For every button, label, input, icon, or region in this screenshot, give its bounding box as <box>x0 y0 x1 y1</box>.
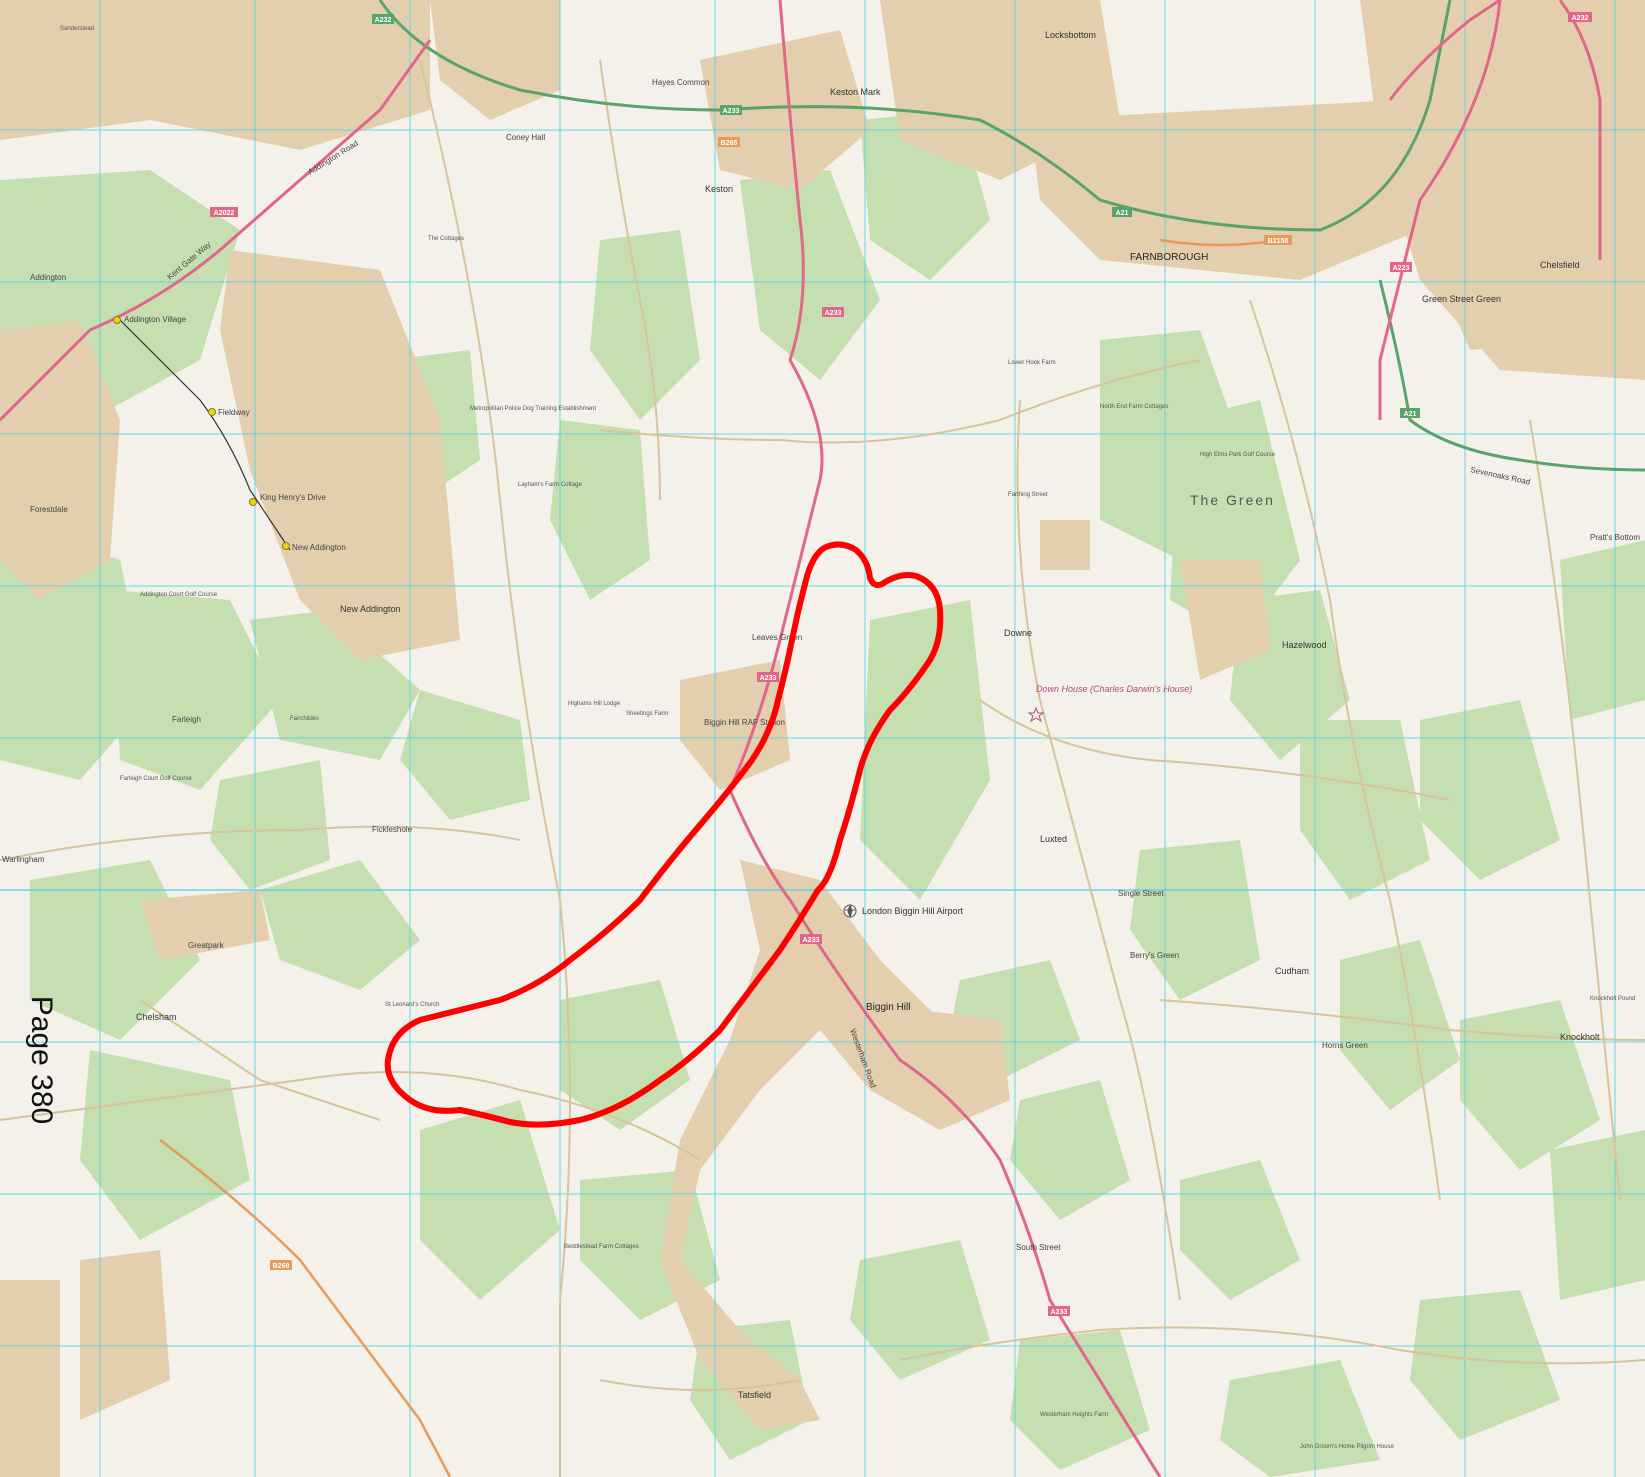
label-green-street-green: Green Street Green <box>1422 294 1501 304</box>
road-badge-a21-east: A21 <box>1400 408 1420 418</box>
svg-text:A21: A21 <box>1404 411 1417 418</box>
road-badge-a233-leaves: A233 <box>757 672 779 682</box>
tram-line <box>119 319 291 551</box>
label-knockholt: Knockholt <box>1560 1032 1600 1042</box>
label-cudham: Cudham <box>1275 966 1309 976</box>
label-fieldway: Fieldway <box>218 408 250 417</box>
label-north-end-farm: North End Farm Cottages <box>1100 404 1168 410</box>
label-single-street: Single Street <box>1118 889 1165 898</box>
label-chelsham: Chelsham <box>136 1012 177 1022</box>
label-farnborough: FARNBOROUGH <box>1130 252 1208 263</box>
label-sheetings-farm: Sheetings Farm <box>626 711 668 717</box>
label-addington: Addington <box>30 273 66 282</box>
label-high-elms: High Elms Park Golf Course <box>1200 452 1276 458</box>
label-beddlestead: Beddlestead Farm Cottages <box>564 1244 639 1250</box>
label-greatpark: Greatpark <box>188 941 225 950</box>
label-addington-court: Addington Court Golf Course <box>140 592 218 598</box>
label-fickleshole: Fickleshole <box>372 825 413 834</box>
road-badge-a233-keston: A233 <box>822 307 844 317</box>
road-badge-a232-corner: A232 <box>1568 12 1592 22</box>
svg-text:A232: A232 <box>375 17 392 24</box>
label-westerham-heights: Westerham Heights Farm <box>1040 1412 1108 1418</box>
road-badge-a232-top: A232 <box>372 14 394 24</box>
label-st-leonards: St Leonard's Church <box>385 1002 440 1008</box>
label-new-addington: New Addington <box>340 604 401 614</box>
label-metropolitan-police: Metropolitan Police Dog Training Establi… <box>470 406 596 412</box>
svg-text:A233: A233 <box>760 675 777 682</box>
label-king-henrys-drive: King Henry's Drive <box>260 493 327 502</box>
svg-text:A2022: A2022 <box>214 210 235 217</box>
airport-icon <box>843 903 857 919</box>
page-reference-label: Page 380 <box>25 995 59 1125</box>
road-badge-b2158: B2158 <box>1264 235 1292 245</box>
svg-text:B2158: B2158 <box>1268 238 1289 245</box>
label-horns-green: Horns Green <box>1322 1041 1368 1050</box>
label-keston: Keston <box>705 184 733 194</box>
label-warlingham: Warlingham <box>2 855 45 864</box>
label-farleigh: Farleigh <box>172 715 201 724</box>
label-knockholt-pound: Knockholt Pound <box>1590 996 1635 1002</box>
label-luxted: Luxted <box>1040 834 1067 844</box>
road-badge-b265: B265 <box>718 137 740 147</box>
svg-text:A233: A233 <box>1051 1309 1068 1316</box>
label-addington-village: Addington Village <box>124 315 187 324</box>
page-reference: Page 380 <box>6 960 76 1160</box>
label-fairchildes: Fairchildes <box>290 716 319 722</box>
label-hazelwood: Hazelwood <box>1282 640 1327 650</box>
minor-roads-layer <box>0 59 1645 1477</box>
label-lower-hook-farm: Lower Hook Farm <box>1008 360 1056 366</box>
svg-text:A232: A232 <box>1572 15 1589 22</box>
road-badge-a2022: A2022 <box>210 207 238 217</box>
label-keston-mark: Keston Mark <box>830 87 881 97</box>
label-farleigh-court: Farleigh Court Golf Course <box>120 776 192 782</box>
svg-text:A233: A233 <box>825 310 842 317</box>
boundary-outline <box>384 541 944 1128</box>
svg-text:B269: B269 <box>273 1263 290 1270</box>
label-highams-hill: Highams Hill Lodge <box>568 701 621 707</box>
road-badge-b269: B269 <box>270 1260 292 1270</box>
label-farthing-street: Farthing Street <box>1008 492 1048 498</box>
label-tatsfield: Tatsfield <box>738 1390 771 1400</box>
road-badge-a233-south: A233 <box>1048 1306 1070 1316</box>
label-down-house: Down House (Charles Darwin's House) <box>1036 684 1192 694</box>
label-berrys-green: Berry's Green <box>1130 951 1179 960</box>
label-coney-hall: Coney Hall <box>506 133 545 142</box>
road-badge-a233-north: A233 <box>720 105 742 115</box>
svg-text:B265: B265 <box>721 140 738 147</box>
label-downe: Downe <box>1004 628 1032 638</box>
label-chelsfield: Chelsfield <box>1540 260 1580 270</box>
label-locksbottom: Locksbottom <box>1045 30 1096 40</box>
label-the-green: The Green <box>1190 492 1275 508</box>
b-road-b269 <box>159 1139 452 1477</box>
label-biggin-hill: Biggin Hill <box>866 1002 910 1013</box>
label-forestdale: Forestdale <box>30 505 68 514</box>
road-badge-a21: A21 <box>1112 207 1132 217</box>
label-john-groom: John Groom's Home Pilgrim House <box>1300 1444 1395 1450</box>
label-layhams-farm: Layham's Farm Cottage <box>518 482 583 488</box>
label-the-cottages: The Cottages <box>428 236 464 242</box>
svg-text:A233: A233 <box>803 937 820 944</box>
road-badge-a233-biggin: A233 <box>800 934 822 944</box>
svg-text:A233: A233 <box>723 108 740 115</box>
place-labels: Locksbottom Keston Mark Keston FARNBOROU… <box>2 26 1640 1450</box>
svg-text:A21: A21 <box>1116 210 1129 217</box>
tram-stops <box>113 316 290 550</box>
label-new-addington-stop: New Addington <box>292 543 346 552</box>
label-south-street: South Street <box>1016 1243 1061 1252</box>
label-hayes-common: Hayes Common <box>652 78 709 87</box>
label-leaves-green: Leaves Green <box>752 633 802 642</box>
historic-site-star-icon <box>1027 706 1045 723</box>
trunk-road-a21 <box>1378 279 1645 472</box>
svg-text:A223: A223 <box>1393 265 1410 272</box>
label-biggin-hill-raf: Biggin Hill RAF Station <box>704 718 785 727</box>
road-badges: A232 A233 A2022 A21 B2158 A223 A233 A23 <box>210 12 1592 1316</box>
label-airport: London Biggin Hill Airport <box>862 906 964 916</box>
road-badge-a223: A223 <box>1390 262 1412 272</box>
label-pratts-bottom: Pratt's Bottom <box>1590 533 1640 542</box>
trunk-road-a232 <box>378 0 1452 232</box>
label-sanderstead: Sanderstead <box>60 26 94 32</box>
